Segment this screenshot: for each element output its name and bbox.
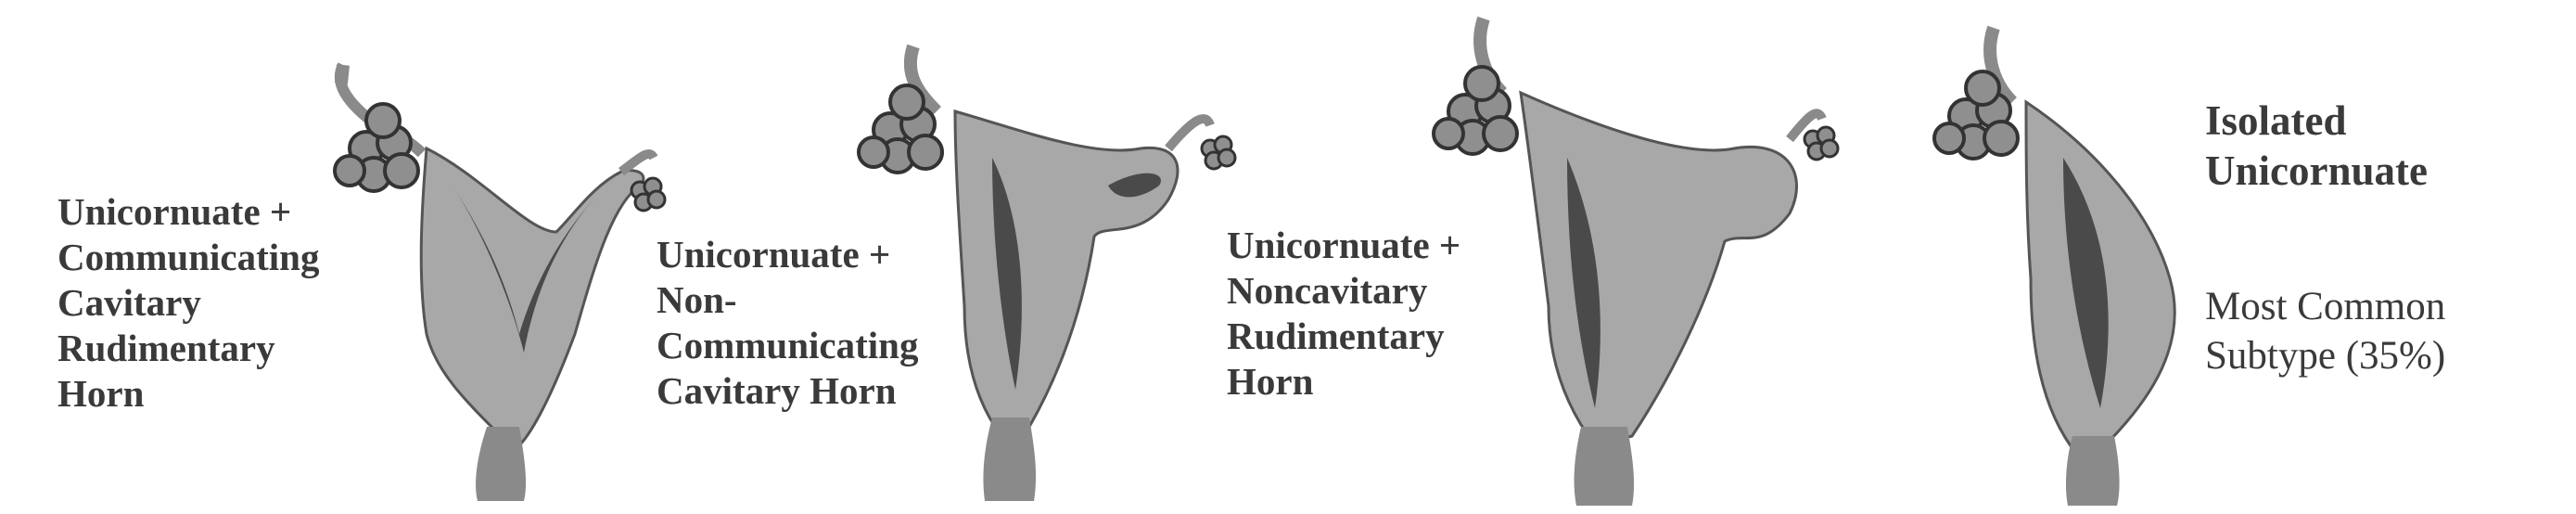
uterus-figure-noncavitary [1432,16,1840,506]
note-line: Subtype (35%) [2205,334,2446,378]
uterus-figure-isolated [1932,25,2176,506]
uterus-figure-noncommunicating [857,44,1237,501]
label-isolated-unicornuate: Isolated Unicornuate [2205,96,2428,196]
label-line: Unicornuate + [57,190,292,233]
label-line: Unicornuate + [657,233,891,276]
label-noncavitary-rudimentary-horn: Unicornuate + Noncavitary Rudimentary Ho… [1227,223,1460,405]
label-line: Cavitary [57,281,201,324]
label-line: Horn [57,372,145,415]
label-noncommunicating-cavitary-horn: Unicornuate + Non- Communicating Cavitar… [657,232,918,414]
note-line: Most Common [2205,285,2446,328]
label-line: Cavitary Horn [657,369,897,412]
uterus-figure-communicating [333,62,667,501]
label-line: Horn [1227,360,1314,403]
label-line: Communicating [57,236,320,278]
note-most-common-subtype: Most Common Subtype (35%) [2205,282,2445,380]
label-line: Isolated [2205,97,2347,144]
label-line: Non- [657,278,737,321]
label-line: Rudimentary [1227,315,1445,357]
label-line: Rudimentary [57,327,275,369]
label-communicating-cavitary-horn: Unicornuate + Communicating Cavitary Rud… [57,189,319,417]
label-line: Communicating [657,324,919,366]
label-line: Unicornuate [2205,148,2428,194]
label-line: Unicornuate + [1227,224,1461,266]
label-line: Noncavitary [1227,269,1428,312]
